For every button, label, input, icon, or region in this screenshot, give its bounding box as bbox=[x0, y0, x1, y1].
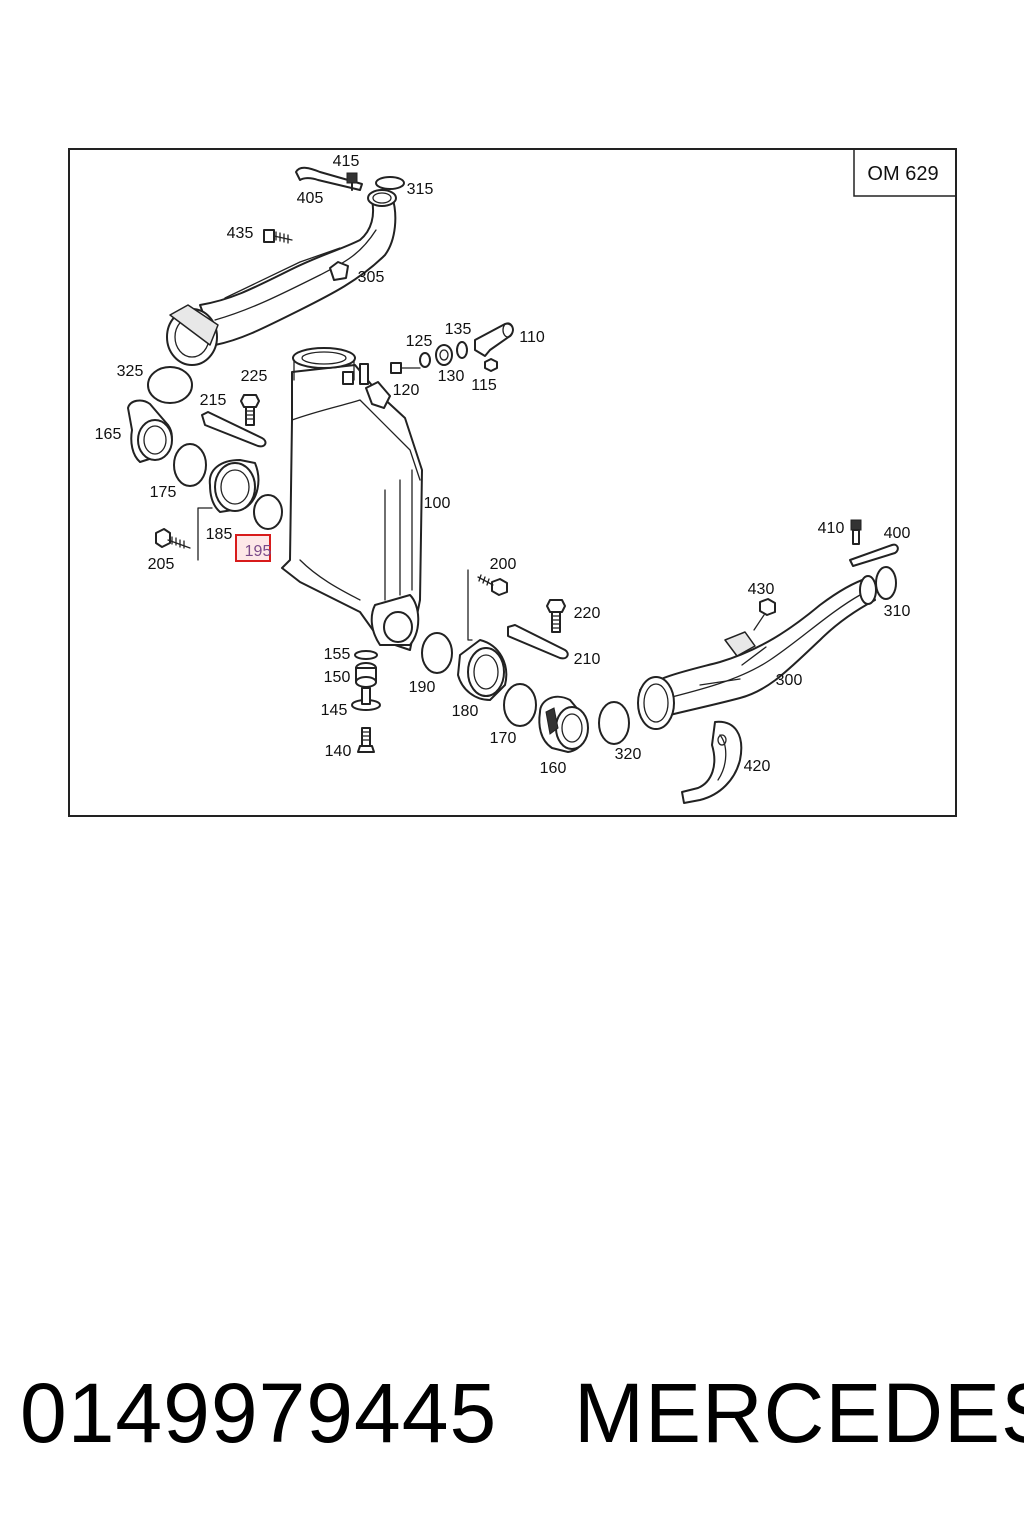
leader-200 bbox=[467, 569, 473, 641]
screw-415 bbox=[346, 172, 358, 191]
o-ring-325 bbox=[147, 366, 193, 404]
elbow-180 bbox=[457, 639, 508, 701]
callout-200: 200 bbox=[490, 556, 517, 573]
bolt-205 bbox=[155, 528, 191, 549]
callout-135: 135 bbox=[445, 321, 472, 338]
callout-210: 210 bbox=[574, 651, 601, 668]
callout-150: 150 bbox=[324, 669, 351, 686]
charge-pipe-upper bbox=[166, 189, 397, 366]
bolt-220 bbox=[546, 599, 566, 633]
bolt-200 bbox=[477, 574, 508, 596]
callout-215: 215 bbox=[200, 392, 227, 409]
callout-115: 115 bbox=[471, 377, 497, 394]
o-ring-170 bbox=[503, 683, 537, 727]
gasket-195 bbox=[253, 494, 283, 530]
bracket-210 bbox=[507, 624, 569, 660]
callout-170: 170 bbox=[490, 730, 517, 747]
flange-185 bbox=[208, 459, 260, 513]
part-number: 0149979445 bbox=[20, 1366, 498, 1460]
callout-195-highlight: 195 bbox=[235, 534, 272, 562]
callout-140: 140 bbox=[325, 743, 352, 760]
screw-410 bbox=[850, 519, 862, 545]
callout-165: 165 bbox=[95, 426, 122, 443]
o-ring-175 bbox=[173, 443, 207, 487]
engine-code-label: OM 629 bbox=[867, 163, 938, 185]
callout-160: 160 bbox=[540, 760, 567, 777]
callout-190: 190 bbox=[409, 679, 436, 696]
callout-100: 100 bbox=[424, 495, 451, 512]
hose-160 bbox=[538, 695, 589, 753]
callout-145: 145 bbox=[321, 702, 348, 719]
diagram-frame bbox=[68, 148, 957, 817]
callout-175: 175 bbox=[150, 484, 177, 501]
washer-155 bbox=[354, 650, 378, 660]
callout-305: 305 bbox=[358, 269, 385, 286]
engine-code-box: OM 629 bbox=[853, 149, 956, 197]
callout-420: 420 bbox=[744, 758, 771, 775]
callout-320: 320 bbox=[615, 746, 642, 763]
callout-415: 415 bbox=[333, 153, 360, 170]
callout-220: 220 bbox=[574, 605, 601, 622]
bolt-225 bbox=[240, 394, 260, 426]
bolt-435 bbox=[263, 229, 293, 244]
callout-225: 225 bbox=[241, 368, 268, 385]
grommet-130 bbox=[435, 344, 453, 366]
callout-410: 410 bbox=[818, 520, 845, 537]
footer: 0149979445 MERCEDES bbox=[0, 1365, 1024, 1465]
brand-name: MERCEDES bbox=[574, 1366, 1024, 1460]
grommet-150 bbox=[355, 662, 377, 688]
callout-400: 400 bbox=[884, 525, 911, 542]
bushing-135 bbox=[456, 341, 468, 359]
leader-205 bbox=[197, 507, 213, 561]
callout-435: 435 bbox=[227, 225, 254, 242]
bracket-420 bbox=[681, 720, 743, 804]
bolt-430 bbox=[753, 598, 776, 631]
bolt-140 bbox=[357, 727, 375, 753]
elbow-165 bbox=[127, 399, 173, 463]
seal-ring-315 bbox=[375, 176, 405, 190]
charge-pipe-lower bbox=[637, 575, 877, 730]
intercooler-100 bbox=[281, 347, 423, 651]
bracket-110 bbox=[474, 322, 514, 357]
bolt-120 bbox=[390, 362, 421, 374]
callout-155: 155 bbox=[324, 646, 351, 663]
callout-130: 130 bbox=[438, 368, 465, 385]
callout-185: 185 bbox=[206, 526, 233, 543]
o-ring-320 bbox=[598, 701, 630, 745]
callout-300: 300 bbox=[776, 672, 803, 689]
clip-405 bbox=[295, 166, 363, 191]
callout-430: 430 bbox=[748, 581, 775, 598]
callout-125: 125 bbox=[406, 333, 433, 350]
callout-120: 120 bbox=[393, 382, 420, 399]
callout-310: 310 bbox=[884, 603, 911, 620]
callout-195: 195 bbox=[245, 543, 272, 560]
callout-325: 325 bbox=[117, 363, 144, 380]
callout-405: 405 bbox=[297, 190, 324, 207]
callout-110: 110 bbox=[519, 329, 545, 346]
stud-145 bbox=[351, 687, 381, 711]
callout-180: 180 bbox=[452, 703, 479, 720]
callout-315: 315 bbox=[407, 181, 434, 198]
bracket-215 bbox=[201, 411, 267, 448]
clip-400 bbox=[849, 543, 899, 567]
o-ring-310 bbox=[875, 566, 897, 600]
washer-125 bbox=[419, 352, 431, 368]
gasket-190 bbox=[421, 632, 453, 674]
nut-115 bbox=[484, 358, 498, 372]
callout-205: 205 bbox=[148, 556, 175, 573]
